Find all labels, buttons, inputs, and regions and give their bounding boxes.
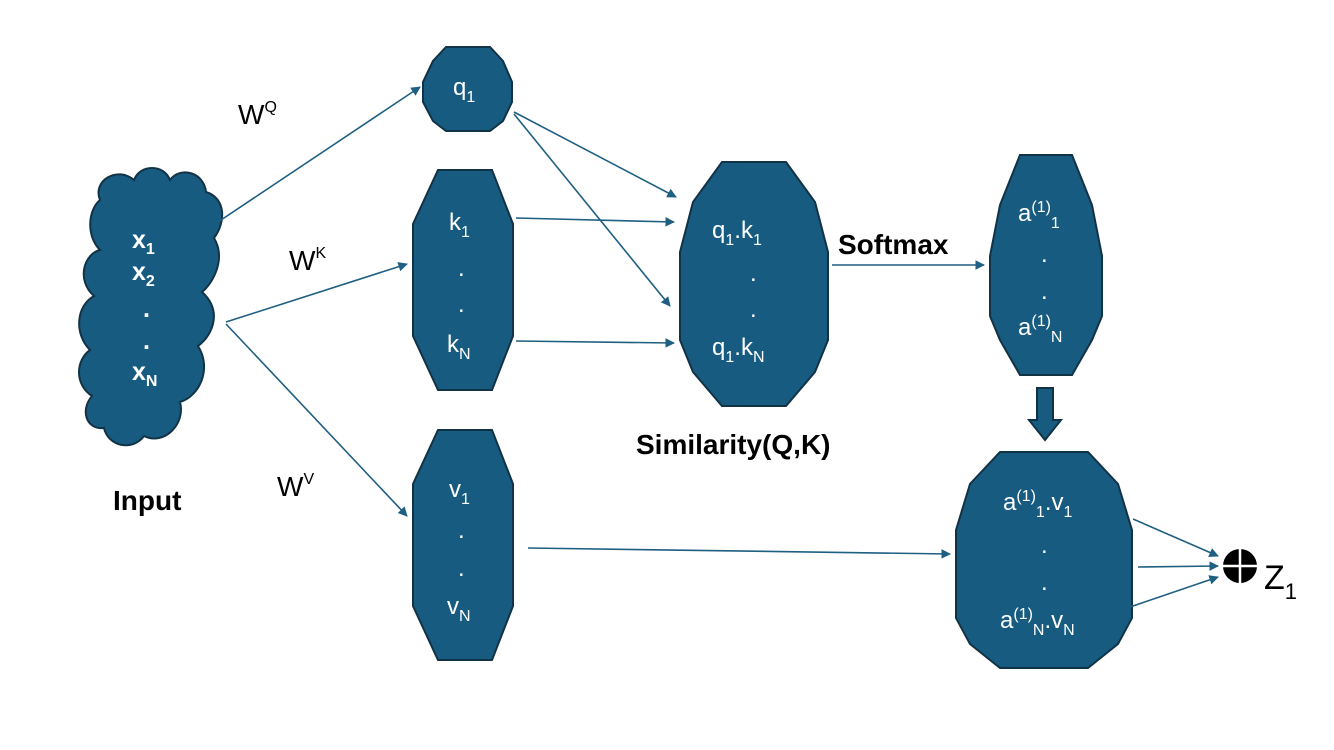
- arrow-k1-to-sim: [515, 216, 675, 227]
- arrow-input-to-q: [217, 86, 421, 223]
- input-dot-1: .: [143, 295, 150, 323]
- weighted-dot-2: .: [1041, 569, 1048, 596]
- sum-icon: [1223, 549, 1257, 583]
- key-k1: k1: [449, 209, 470, 241]
- output-label: Z1: [1264, 559, 1297, 604]
- sim-q1k1: q1.k1: [712, 217, 762, 249]
- attn-a1: a(1)1: [1018, 199, 1060, 232]
- input-x2: x2: [132, 258, 155, 290]
- arrow-weighted-to-sum-top: [1132, 518, 1219, 557]
- input-x1: x1: [132, 226, 155, 258]
- query-node: [422, 46, 513, 132]
- attn-an: a(1)N: [1018, 313, 1062, 346]
- arrow-weighted-to-sum-bottom: [1129, 575, 1219, 608]
- input-dot-2: .: [143, 327, 150, 355]
- similarity-node: [679, 161, 829, 407]
- softmax-label: Softmax: [838, 229, 949, 260]
- attention-weights-node: [989, 154, 1103, 376]
- sim-dot-2: .: [750, 296, 757, 323]
- weight-k-label: WK: [289, 245, 326, 276]
- key-dot-1: .: [458, 255, 465, 282]
- arrow-v-to-weighted: [527, 547, 951, 559]
- weighted-a1v1: a(1)1.v1: [1003, 488, 1073, 521]
- value-dot-2: .: [458, 555, 465, 582]
- attn-dot-1: .: [1041, 241, 1048, 268]
- input-label: Input: [113, 485, 181, 516]
- arrow-weighted-to-sum-mid: [1137, 561, 1219, 571]
- key-kn: kN: [447, 331, 471, 363]
- value-v1: v1: [449, 476, 470, 508]
- value-dot-1: .: [458, 517, 465, 544]
- arrow-q-to-sim-top: [513, 111, 677, 198]
- arrow-input-to-v: [225, 323, 408, 517]
- similarity-label: Similarity(Q,K): [636, 429, 830, 460]
- weighted-dot-1: .: [1041, 532, 1048, 559]
- input-xn: xN: [132, 358, 157, 390]
- weight-v-label: WV: [277, 471, 314, 502]
- weighted-anvn: a(1)N.vN: [1000, 606, 1075, 639]
- arrow-q-to-sim-bottom: [513, 113, 671, 307]
- weight-q-label: WQ: [238, 99, 277, 130]
- key-dot-2: .: [458, 291, 465, 318]
- key-node: [412, 169, 514, 391]
- query-label: q1: [453, 74, 475, 106]
- input-cloud: [78, 167, 224, 447]
- sim-dot-1: .: [750, 260, 757, 287]
- arrow-input-to-k: [225, 262, 408, 323]
- sim-q1kn: q1.kN: [712, 334, 765, 366]
- arrow-kn-to-sim: [515, 338, 675, 348]
- value-node: [412, 429, 514, 661]
- down-arrow: [1026, 387, 1064, 442]
- attn-dot-2: .: [1041, 278, 1048, 305]
- value-vn: vN: [447, 593, 471, 625]
- weighted-values-node: [955, 451, 1133, 669]
